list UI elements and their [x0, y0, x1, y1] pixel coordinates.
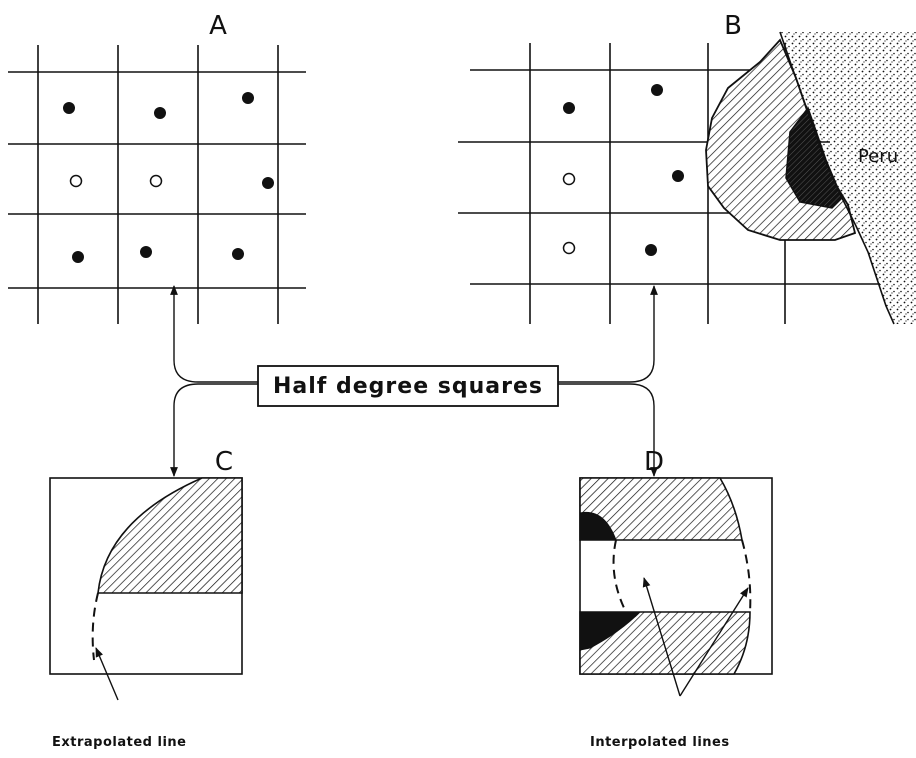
station-dot-filled — [262, 177, 274, 189]
panel-c: C Extrapolated line — [49, 447, 243, 750]
station-dot-filled — [672, 170, 684, 182]
panel-c-catch-area — [97, 477, 243, 594]
panel-b: B Peru — [458, 11, 916, 325]
station-dot-open — [562, 172, 576, 186]
coastline — [779, 31, 895, 325]
arrow-to-a — [170, 285, 258, 383]
connector-arrows — [170, 285, 658, 477]
interpolated-lines-label: Interpolated lines — [590, 735, 730, 750]
station-dot-open — [69, 174, 83, 188]
arrow-to-b — [558, 285, 658, 383]
interpolated-dashed-line-left — [612, 539, 627, 613]
station-dot-filled — [651, 84, 663, 96]
station-dot-open — [562, 241, 576, 255]
panel-a: A — [8, 11, 306, 324]
half-degree-box-frame — [257, 365, 559, 407]
panel-d-label: D — [644, 447, 664, 477]
panel-a-stations — [63, 92, 274, 263]
panel-c-label: C — [215, 447, 233, 477]
extrapolated-line-pointer — [95, 647, 119, 701]
interpolated-pointer-left — [642, 577, 681, 697]
station-dot-open — [149, 174, 163, 188]
station-dot-filled — [63, 102, 75, 114]
coastline-stipple — [780, 32, 916, 324]
interpolated-dashed-line-right — [741, 539, 752, 613]
station-dot-filled — [140, 246, 152, 258]
peru-label: Peru — [858, 146, 898, 167]
half-degree-box-label: Half degree squares — [273, 374, 543, 399]
station-dot-filled — [232, 248, 244, 260]
station-dot-filled — [154, 107, 166, 119]
half-degree-box: Half degree squares — [257, 365, 559, 407]
interpolated-pointer-right — [679, 587, 749, 697]
panel-d-upper-band — [579, 477, 743, 541]
extrapolated-dashed-line — [91, 592, 99, 661]
panel-d-lower-dense — [579, 611, 642, 651]
station-dot-filled — [645, 244, 657, 256]
panel-b-label: B — [724, 11, 742, 41]
extrapolated-line-label: Extrapolated line — [52, 735, 186, 750]
panel-a-grid — [8, 45, 306, 324]
panel-a-label: A — [209, 11, 227, 41]
arrow-to-c — [170, 383, 258, 477]
station-dot-filled — [72, 251, 84, 263]
panel-d: D Interpolated lines — [579, 447, 773, 750]
station-dot-filled — [563, 102, 575, 114]
panel-b-stations — [562, 84, 684, 256]
arrow-to-d — [558, 383, 658, 477]
station-dot-filled — [242, 92, 254, 104]
